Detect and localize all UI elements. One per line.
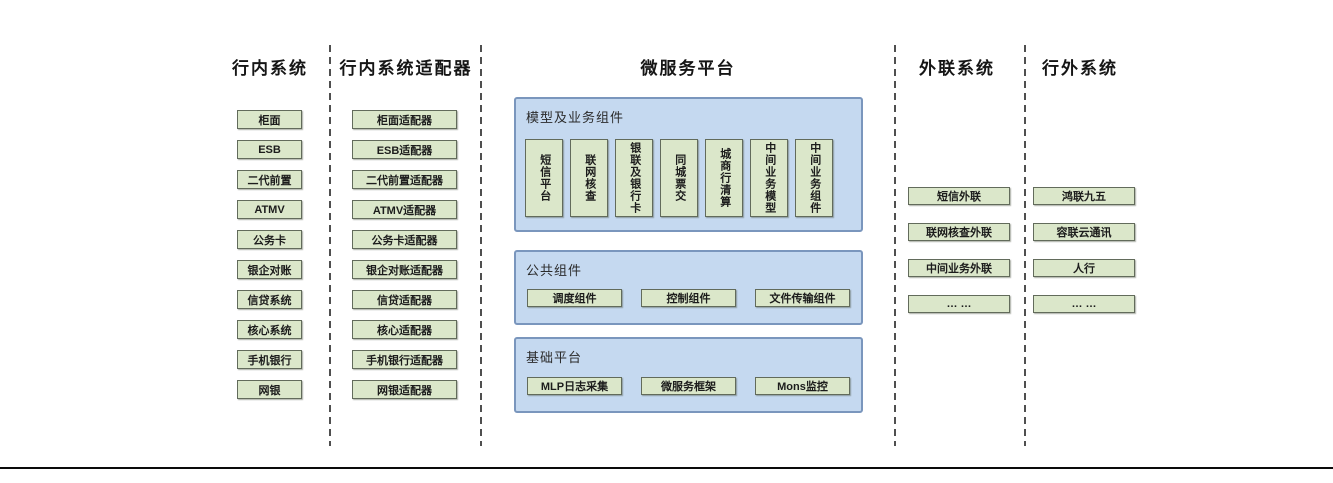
column-title-microservice-platform: 微服务平台 — [640, 59, 736, 78]
component-box: MLP日志采集 — [527, 377, 622, 395]
column-divider-3 — [894, 45, 896, 446]
adapter-box: 柜面适配器 — [352, 110, 457, 129]
system-box: ESB — [237, 140, 302, 159]
column-divider-1 — [329, 45, 331, 446]
outreach-box: 中间业务外联 — [908, 259, 1010, 277]
panel-model-business-components: 模型及业务组件 短信平台 联网核查 银联及银行卡 同城票交 城商行清算 中间业务… — [514, 97, 863, 232]
column-title-internal-systems: 行内系统 — [232, 59, 308, 78]
bottom-rule-line — [0, 467, 1333, 469]
system-box: 手机银行 — [237, 350, 302, 369]
model-components-row: 短信平台 联网核查 银联及银行卡 同城票交 城商行清算 中间业务模型 中间业务组… — [525, 139, 833, 217]
component-box-vertical: 中间业务模型 — [750, 139, 788, 217]
adapter-box: ESB适配器 — [352, 140, 457, 159]
panel-title: 模型及业务组件 — [526, 110, 625, 125]
component-box: 微服务框架 — [641, 377, 736, 395]
outreach-box: 短信外联 — [908, 187, 1010, 205]
outreach-box: 联网核查外联 — [908, 223, 1010, 241]
external-box: 鸿联九五 — [1033, 187, 1135, 205]
outreach-systems-list: 短信外联 联网核查外联 中间业务外联 … … — [908, 187, 1010, 331]
component-box: Mons监控 — [755, 377, 850, 395]
adapter-box: 二代前置适配器 — [352, 170, 457, 189]
panel-title: 公共组件 — [526, 263, 583, 278]
system-box: 网银 — [237, 380, 302, 399]
panel-base-platform: 基础平台 MLP日志采集 微服务框架 Mons监控 — [514, 337, 863, 413]
column-title-outreach-systems: 外联系统 — [919, 59, 995, 78]
component-box-vertical: 银联及银行卡 — [615, 139, 653, 217]
adapter-box: 手机银行适配器 — [352, 350, 457, 369]
component-box-vertical: 同城票交 — [660, 139, 698, 217]
external-systems-list: 鸿联九五 容联云通讯 人行 … … — [1033, 187, 1135, 331]
panel-title: 基础平台 — [526, 350, 583, 365]
adapter-box: 信贷适配器 — [352, 290, 457, 309]
component-box-vertical: 城商行清算 — [705, 139, 743, 217]
system-box: 核心系统 — [237, 320, 302, 339]
column-title-external-systems: 行外系统 — [1042, 59, 1118, 78]
system-box: 二代前置 — [237, 170, 302, 189]
column-divider-2 — [480, 45, 482, 446]
column-divider-4 — [1024, 45, 1026, 446]
system-box: 银企对账 — [237, 260, 302, 279]
component-box-vertical: 短信平台 — [525, 139, 563, 217]
component-box: 控制组件 — [641, 289, 736, 307]
external-box: 容联云通讯 — [1033, 223, 1135, 241]
component-box-vertical: 联网核查 — [570, 139, 608, 217]
component-box: 调度组件 — [527, 289, 622, 307]
column-title-internal-adapters: 行内系统适配器 — [339, 59, 473, 78]
panel-common-components: 公共组件 调度组件 控制组件 文件传输组件 — [514, 250, 863, 325]
internal-adapters-list: 柜面适配器 ESB适配器 二代前置适配器 ATMV适配器 公务卡适配器 银企对账… — [352, 110, 457, 410]
outreach-box: … … — [908, 295, 1010, 313]
base-platform-row: MLP日志采集 微服务框架 Mons监控 — [527, 377, 850, 395]
common-components-row: 调度组件 控制组件 文件传输组件 — [527, 289, 850, 307]
system-box: ATMV — [237, 200, 302, 219]
adapter-box: 公务卡适配器 — [352, 230, 457, 249]
external-box: … … — [1033, 295, 1135, 313]
adapter-box: 核心适配器 — [352, 320, 457, 339]
system-box: 柜面 — [237, 110, 302, 129]
internal-systems-list: 柜面 ESB 二代前置 ATMV 公务卡 银企对账 信贷系统 核心系统 手机银行… — [237, 110, 302, 410]
external-box: 人行 — [1033, 259, 1135, 277]
component-box: 文件传输组件 — [755, 289, 850, 307]
adapter-box: 网银适配器 — [352, 380, 457, 399]
system-box: 公务卡 — [237, 230, 302, 249]
system-box: 信贷系统 — [237, 290, 302, 309]
adapter-box: ATMV适配器 — [352, 200, 457, 219]
adapter-box: 银企对账适配器 — [352, 260, 457, 279]
component-box-vertical: 中间业务组件 — [795, 139, 833, 217]
